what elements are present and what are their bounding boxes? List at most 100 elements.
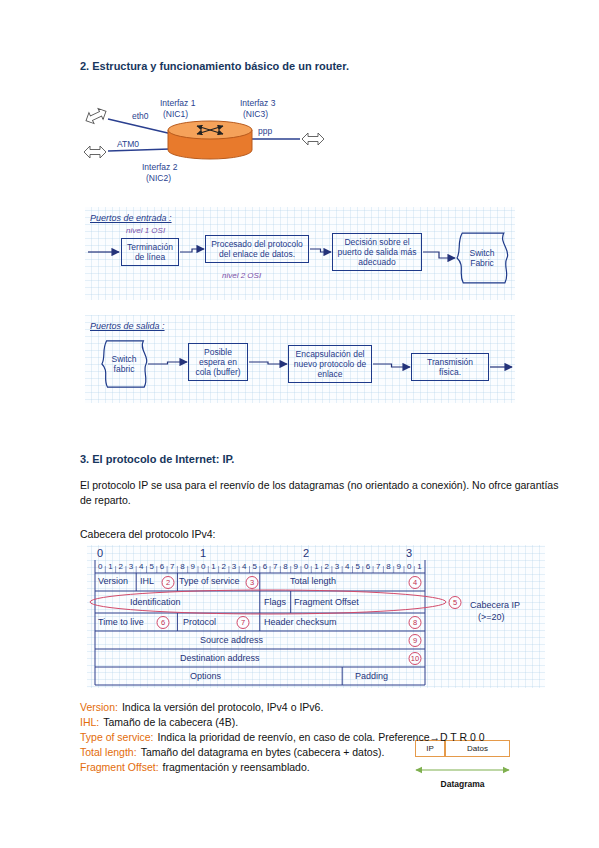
bit-group-number: 0 — [97, 547, 103, 559]
bit-tick — [198, 566, 199, 573]
bit-tick — [270, 566, 271, 573]
box-text: Switch fabric — [110, 354, 138, 374]
span-arrow — [416, 769, 509, 770]
bit-tick — [156, 566, 157, 573]
header-field: IHL — [140, 576, 154, 587]
header-field: Destination address — [180, 653, 260, 664]
bit-tick — [311, 566, 312, 573]
bit-number: 8 — [283, 562, 287, 572]
body-text: Tamaño de la cabecera (4B). — [103, 715, 238, 730]
header-field: Header checksum — [264, 617, 337, 628]
bit-tick — [321, 566, 322, 573]
router-symbol — [197, 126, 223, 134]
header-field: Time to live — [98, 617, 144, 628]
interface-label: eth0 — [132, 111, 149, 121]
field-term: Version: — [80, 700, 118, 715]
bit-tick — [208, 566, 209, 573]
bit-number: 6 — [263, 562, 267, 572]
bit-number: 9 — [191, 562, 195, 572]
grid-paper — [85, 207, 515, 300]
box-text: Transmisión física. — [416, 357, 484, 377]
field-separator — [259, 573, 260, 613]
bit-tick — [280, 566, 281, 573]
switch-outline — [102, 341, 147, 387]
grid-line — [95, 560, 96, 685]
bit-number: 4 — [345, 562, 349, 572]
bit-tick — [259, 566, 260, 573]
bit-tick — [414, 566, 415, 573]
bit-number: 1 — [314, 562, 318, 572]
bit-tick — [105, 566, 106, 573]
interface-label: ATM0 — [117, 139, 139, 149]
bit-tick — [146, 566, 147, 573]
field-separator — [259, 613, 260, 631]
bit-tick — [331, 566, 332, 573]
field-separator — [136, 573, 137, 591]
process-box: Terminación de línea — [121, 238, 179, 266]
osi-level-note: nivel 2 OSI — [222, 271, 261, 281]
field-term: Total length: — [80, 745, 137, 760]
callout-number: 4 — [409, 576, 422, 589]
interface-label: (NIC1) — [163, 109, 188, 119]
header-field: Cabecera IP — [470, 600, 520, 611]
box-text: IP — [426, 744, 434, 754]
header-field: Options — [190, 671, 221, 682]
figure-caption: Datagrama — [441, 779, 485, 789]
grid-paper — [85, 315, 515, 403]
band-heading: Puertos de entrada : — [85, 210, 172, 224]
bit-tick — [115, 566, 116, 573]
output-port-band: Switch fabric Posible espera en cola (buf… — [85, 315, 515, 403]
bit-number: 6 — [366, 562, 370, 572]
interface-label: Interfaz 1 — [160, 98, 195, 108]
bit-tick — [167, 566, 168, 573]
process-box: Posible espera en cola (buffer) — [188, 343, 248, 381]
bit-number: 8 — [180, 562, 184, 572]
callout-number: 8 — [409, 616, 422, 629]
interface-label: (NIC3) — [243, 109, 268, 119]
bit-number: 7 — [273, 562, 277, 572]
grid-paper — [85, 207, 515, 300]
bit-tick — [301, 566, 302, 573]
process-box: Procesado del protocolo del enlace de da… — [205, 235, 309, 263]
flow-arrow — [423, 252, 455, 258]
flow-arrow — [148, 362, 187, 364]
bit-number: 5 — [149, 562, 153, 572]
bit-group-number: 2 — [303, 547, 309, 559]
interface-link — [108, 119, 172, 134]
bit-tick — [218, 566, 219, 573]
process-box: Decisión sobre el puerto de salida más a… — [332, 233, 422, 271]
process-box: Encapsulación del nuevo protocolo de enl… — [288, 345, 372, 383]
output-arrow — [490, 366, 512, 367]
bit-number: 5 — [355, 562, 359, 572]
bit-tick — [249, 566, 250, 573]
bit-number: 2 — [119, 562, 123, 572]
box-text: Encapsulación del nuevo protocolo de enl… — [293, 349, 367, 379]
bit-number: 3 — [335, 562, 339, 572]
bit-number: 0 — [201, 562, 205, 572]
bit-tick — [383, 566, 384, 573]
bit-tick — [290, 566, 291, 573]
grid-paper — [85, 315, 515, 403]
bit-number: 8 — [386, 562, 390, 572]
box-text: Terminación de línea — [126, 242, 174, 262]
bit-tick — [177, 566, 178, 573]
interface-label: Interfaz 2 — [142, 162, 177, 172]
traffic-arrow — [302, 133, 324, 145]
bit-number: 3 — [129, 562, 133, 572]
bit-number: 7 — [170, 562, 174, 572]
highlight-ellipse — [90, 590, 446, 614]
bit-number: 0 — [98, 562, 102, 572]
interface-label: (NIC2) — [146, 173, 171, 183]
body-text: Indica la prioridad de reenvío, en caso … — [158, 730, 485, 745]
bit-number: 7 — [376, 562, 380, 572]
field-separator — [342, 667, 343, 685]
flow-arrow — [249, 362, 287, 364]
bit-group-number: 3 — [406, 547, 412, 559]
callout-number: 10 — [409, 652, 422, 665]
router-top — [168, 121, 252, 139]
callout-number: 2 — [162, 576, 175, 589]
body-text: Tamaño del datagrama en bytes (cabecera … — [141, 745, 385, 760]
box-text: Datos — [467, 744, 488, 754]
bit-number: 4 — [242, 562, 246, 572]
